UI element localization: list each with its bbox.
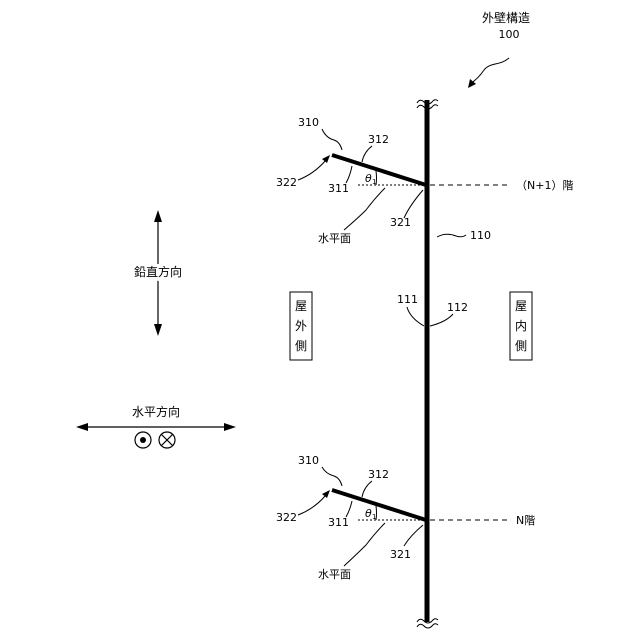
horizontal-direction-label: 水平方向 xyxy=(132,404,180,419)
lower-member-group xyxy=(332,490,510,520)
wall-inner-face-label: 112 xyxy=(447,301,468,314)
upper-member-label: 310 xyxy=(298,116,319,129)
wall-label: 110 xyxy=(470,229,491,242)
upper-member-leader xyxy=(322,129,342,150)
wall-outer-face-leader xyxy=(407,307,424,326)
wall-leader xyxy=(437,234,466,237)
svg-text:屋: 屋 xyxy=(515,299,527,313)
outdoor-side-box: 屋 外 側 xyxy=(290,292,312,360)
svg-text:外: 外 xyxy=(295,319,307,333)
lower-bottom-face-label: 311 xyxy=(328,516,349,529)
vertical-direction-label: 鉛直方向 xyxy=(134,264,182,279)
upper-floor-label: （N+1）階 xyxy=(516,178,573,192)
lower-bottom-face-leader xyxy=(346,501,352,517)
exterior-wall xyxy=(417,100,438,628)
indoor-side-box: 屋 内 側 xyxy=(510,292,532,360)
upper-angle-subscript: 1 xyxy=(372,178,376,186)
wall-inner-face-leader xyxy=(430,314,453,326)
lower-angle-theta: θ xyxy=(365,507,372,520)
out-of-page-direction-icon xyxy=(135,432,151,448)
lower-top-face-leader xyxy=(362,481,372,497)
upper-base-leader xyxy=(404,190,423,218)
svg-text:側: 側 xyxy=(515,339,527,353)
lower-base-leader xyxy=(404,525,423,546)
upper-tip-leader xyxy=(298,155,330,180)
lower-horizontal-plane-label: 水平面 xyxy=(318,568,351,581)
upper-top-face-leader xyxy=(362,146,372,162)
upper-angle-theta: θ xyxy=(365,172,372,185)
lower-angle-subscript: 1 xyxy=(372,513,376,521)
lower-tip-label: 322 xyxy=(276,511,297,524)
upper-horizontal-plane-leader xyxy=(344,188,385,230)
upper-member xyxy=(332,155,426,185)
upper-bottom-face-leader xyxy=(346,166,352,183)
upper-base-label: 321 xyxy=(390,216,411,229)
lower-member-leader xyxy=(322,467,342,486)
lower-floor-label: N階 xyxy=(516,513,535,527)
upper-member-group xyxy=(332,155,510,185)
wall-outer-face-label: 111 xyxy=(397,293,418,306)
title-leader-arrow xyxy=(468,58,509,88)
lower-horizontal-plane-leader xyxy=(344,523,385,566)
svg-text:内: 内 xyxy=(515,319,527,333)
upper-horizontal-plane-label: 水平面 xyxy=(318,232,351,245)
diagram-title: 外壁構造 xyxy=(482,10,530,25)
lower-base-label: 321 xyxy=(390,548,411,561)
lower-tip-leader xyxy=(298,490,330,515)
horizontal-direction-arrow xyxy=(76,423,236,431)
svg-text:側: 側 xyxy=(295,339,307,353)
upper-top-face-label: 312 xyxy=(368,133,389,146)
diagram-title-number: 100 xyxy=(499,28,520,41)
into-page-direction-icon xyxy=(159,432,175,448)
svg-text:屋: 屋 xyxy=(295,299,307,313)
lower-top-face-label: 312 xyxy=(368,468,389,481)
lower-member-label: 310 xyxy=(298,454,319,467)
upper-bottom-face-label: 311 xyxy=(328,182,349,195)
upper-tip-label: 322 xyxy=(276,176,297,189)
